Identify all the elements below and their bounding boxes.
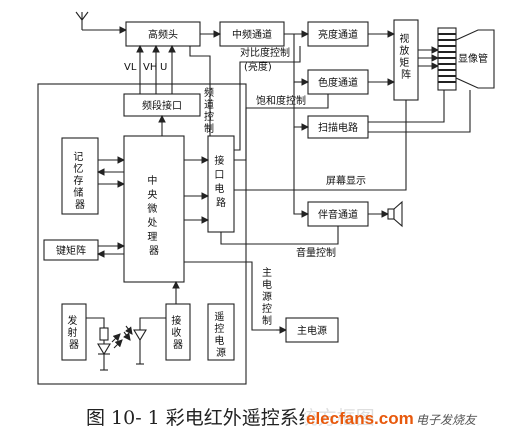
transmitter-label: 发 射 器 <box>67 314 80 351</box>
memory-block <box>61 137 99 215</box>
audio-channel-label: 伴音通道 <box>318 208 358 221</box>
watermark-site: elecfans.com <box>306 409 414 428</box>
u-label: U <box>160 62 167 73</box>
watermark-logo: elecfans.com 电子发烧友 <box>304 406 478 430</box>
receiver-block <box>165 303 191 361</box>
volume-control-label: 音量控制 <box>296 246 336 259</box>
screen-display-label: 屏幕显示 <box>326 174 366 187</box>
keyboard-matrix-block <box>43 239 99 261</box>
video-matrix-label: 视 放 矩 阵 <box>399 32 412 81</box>
main-power-label: 主电源 <box>297 324 327 337</box>
scan-circuit-label: 扫描电路 <box>318 121 358 134</box>
vh-label: VH <box>143 62 157 73</box>
tuner-label: 高频头 <box>148 28 178 41</box>
speaker-icon <box>387 200 403 228</box>
watermark-brand: 电子发烧友 <box>416 413 478 427</box>
saturation-control-label: 饱和度控制 <box>256 94 306 107</box>
cpu-label: 中 央 微 处 理 器 <box>147 174 160 257</box>
resistor-icon <box>99 327 109 341</box>
receiver-label: 接 收 器 <box>171 314 184 351</box>
video-matrix-block <box>393 19 419 101</box>
cpu-block <box>123 135 185 283</box>
figure-caption: 图 10- 1 彩电红外遥控系统方框图 <box>86 407 375 429</box>
brightness-label: (亮度) <box>244 60 272 73</box>
main-power-block <box>285 317 339 343</box>
crt-label: 显像管 <box>458 52 488 65</box>
if-channel-label: 中频通道 <box>232 28 272 41</box>
transmitter-block <box>61 303 87 361</box>
photodiode-icon <box>122 317 166 365</box>
luma-channel-block <box>307 21 369 47</box>
keyboard-matrix-label: 键矩阵 <box>56 244 86 257</box>
band-interface-label: 频段接口 <box>142 99 182 112</box>
luma-channel-label: 亮度通道 <box>318 28 358 41</box>
memory-label: 记 忆 存 储 器 <box>73 151 86 211</box>
band-control-label: 频 道 控 制 <box>204 86 217 135</box>
interface-circuit-label: 接 口 电 路 <box>214 154 227 209</box>
remote-power-block <box>207 303 235 361</box>
crt-icon <box>418 27 495 91</box>
contrast-control-label: 对比度控制 <box>240 46 290 59</box>
interface-circuit-block <box>207 135 235 233</box>
antenna-icon <box>75 11 128 34</box>
remote-power-label: 遥 控 电 源 <box>214 310 227 359</box>
vl-label: VL <box>124 62 137 73</box>
chroma-channel-label: 色度通道 <box>318 76 358 89</box>
main-power-control-label: 主 电 源 控 制 <box>262 267 275 327</box>
